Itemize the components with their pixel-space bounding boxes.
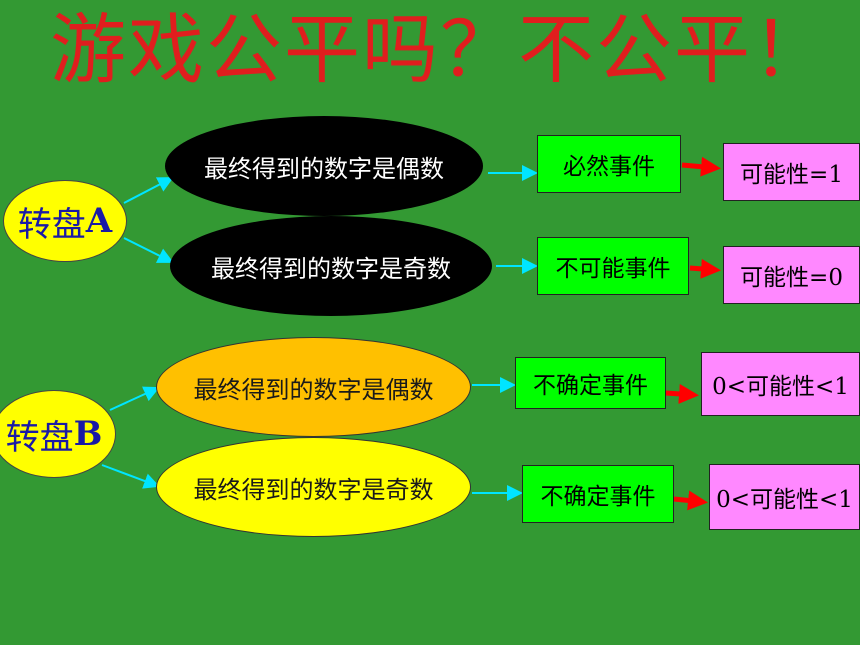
outcome-a-even: 最终得到的数字是偶数	[165, 116, 483, 216]
event-b-even-label: 不确定事件	[533, 373, 648, 399]
prob-a-odd: 可能性=0	[723, 246, 860, 304]
connector-a-odd	[123, 237, 174, 263]
connector-a-even	[123, 177, 174, 204]
outcome-b-even: 最终得到的数字是偶数	[156, 337, 471, 437]
outcome-a-odd: 最终得到的数字是奇数	[170, 216, 492, 316]
arrow-a-odd-prob	[689, 258, 721, 279]
event-a-even-label: 必然事件	[563, 154, 655, 180]
wheel-b-label: 转盘	[5, 417, 74, 458]
wheel-b-letter: B	[73, 414, 103, 454]
outcome-b-even-label: 最终得到的数字是偶数	[193, 375, 434, 404]
arrow-b-even-prob	[665, 383, 699, 404]
wheel-a-label: 转盘	[17, 204, 86, 245]
arrow-a-even-prob	[681, 156, 721, 177]
page-title: 游戏公平吗？不公平！	[50, 5, 830, 94]
connector-b-odd	[101, 464, 160, 489]
prob-b-odd: 0<可能性<1	[709, 464, 860, 530]
prob-b-odd-label: 0<可能性<1	[716, 487, 853, 513]
arrow-b-odd-prob	[673, 490, 708, 511]
prob-a-odd-label: 可能性=0	[740, 265, 843, 291]
connector-b-even	[109, 386, 160, 411]
event-a-even: 必然事件	[537, 135, 681, 193]
event-a-odd-label: 不可能事件	[555, 256, 671, 282]
prob-b-even-label: 0<可能性<1	[712, 374, 849, 400]
prob-b-even: 0<可能性<1	[701, 352, 860, 416]
prob-a-even-label: 可能性=1	[740, 162, 843, 188]
outcome-a-odd-label: 最终得到的数字是奇数	[211, 254, 451, 283]
event-b-odd: 不确定事件	[522, 465, 674, 523]
event-b-even: 不确定事件	[515, 357, 666, 409]
outcome-b-odd: 最终得到的数字是奇数	[156, 437, 471, 537]
outcome-a-even-label: 最终得到的数字是偶数	[204, 154, 444, 183]
event-a-odd: 不可能事件	[537, 237, 689, 295]
event-b-odd-label: 不确定事件	[540, 484, 656, 510]
prob-a-even: 可能性=1	[723, 143, 860, 201]
wheel-a-letter: A	[85, 201, 113, 241]
outcome-b-odd-label: 最终得到的数字是奇数	[193, 475, 434, 504]
